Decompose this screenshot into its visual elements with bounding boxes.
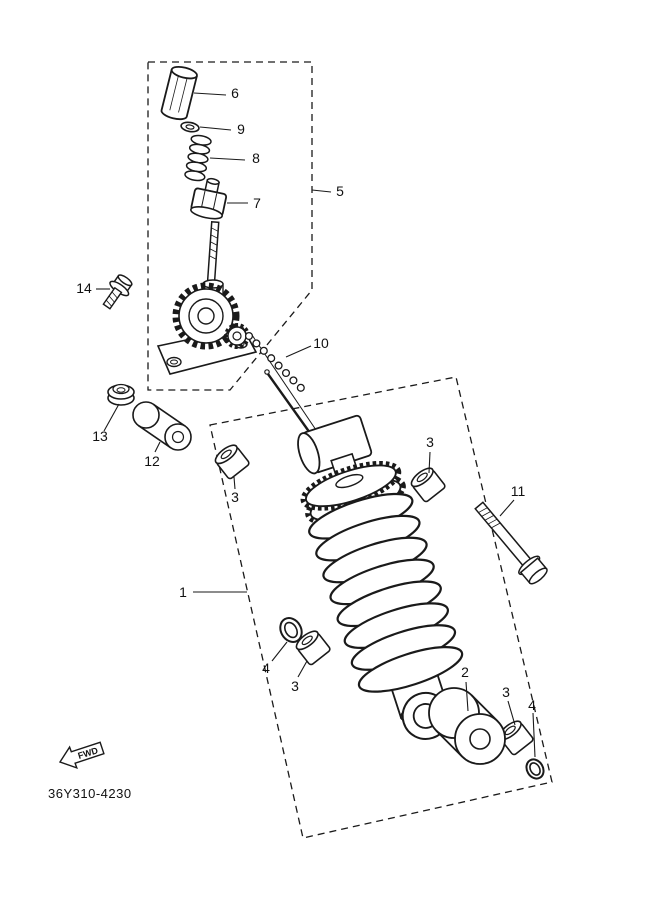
leader-6	[193, 92, 227, 96]
part-3-bushing-upper-right	[410, 467, 446, 503]
leader-4b	[532, 712, 536, 758]
callout-14: 14	[76, 280, 92, 296]
callout-6: 6	[231, 85, 239, 101]
shock-rod-tip	[264, 369, 316, 441]
leader-4a	[271, 641, 288, 662]
part-4-oring-left	[279, 617, 303, 643]
leader-10	[285, 345, 312, 358]
leader-3a	[233, 476, 236, 490]
callout-12: 12	[144, 453, 160, 469]
part-7-locknut	[190, 177, 228, 220]
callout-2: 2	[461, 664, 469, 680]
part-12-collar	[132, 401, 192, 451]
fwd-arrow: FWD	[58, 741, 105, 770]
callout-3-lower-right: 3	[502, 684, 510, 700]
leader-8	[209, 157, 246, 161]
part-4-oring-right	[525, 758, 545, 780]
part-3-bushing-mid	[295, 630, 331, 666]
part-13-flange-nut	[107, 383, 135, 406]
callout-11: 11	[511, 483, 526, 499]
part-code-label: 36Y310-4230	[48, 786, 132, 801]
callout-10: 10	[313, 335, 329, 351]
leader-5	[311, 189, 332, 193]
callout-5: 5	[336, 183, 344, 199]
part-14-bolt	[102, 274, 133, 310]
adjuster-rod	[206, 221, 220, 287]
leader-9	[199, 126, 232, 131]
leader-11	[499, 499, 515, 517]
leader-lines	[96, 92, 536, 758]
adjuster-gear-large	[172, 282, 240, 350]
leader-3b	[428, 451, 431, 474]
part-2-damper-bushing	[428, 687, 506, 765]
callout-4-right: 4	[528, 697, 536, 713]
preload-adjuster-unit	[156, 279, 258, 375]
leader-12	[154, 441, 161, 453]
leader-3c	[297, 660, 308, 678]
assembly-box-5	[147, 61, 313, 391]
callout-13: 13	[92, 428, 108, 444]
leader-2	[465, 681, 469, 712]
callout-8: 8	[252, 150, 260, 166]
part-3-bushing-left	[214, 444, 250, 480]
part-11-bolt	[474, 501, 548, 585]
callout-3-mid: 3	[291, 678, 299, 694]
assembly-box-1	[209, 376, 553, 839]
callout-4-left: 4	[262, 660, 270, 676]
callout-1: 1	[179, 584, 187, 600]
part-6-cap	[160, 65, 198, 121]
callout-9: 9	[237, 121, 245, 137]
callout-3-left: 3	[231, 489, 239, 505]
part-8-spring	[184, 134, 212, 182]
leader-13	[103, 403, 120, 432]
callout-3-upper-right: 3	[426, 434, 434, 450]
part-9-washer	[180, 121, 200, 133]
leader-3d	[507, 700, 516, 726]
callout-7: 7	[253, 195, 261, 211]
